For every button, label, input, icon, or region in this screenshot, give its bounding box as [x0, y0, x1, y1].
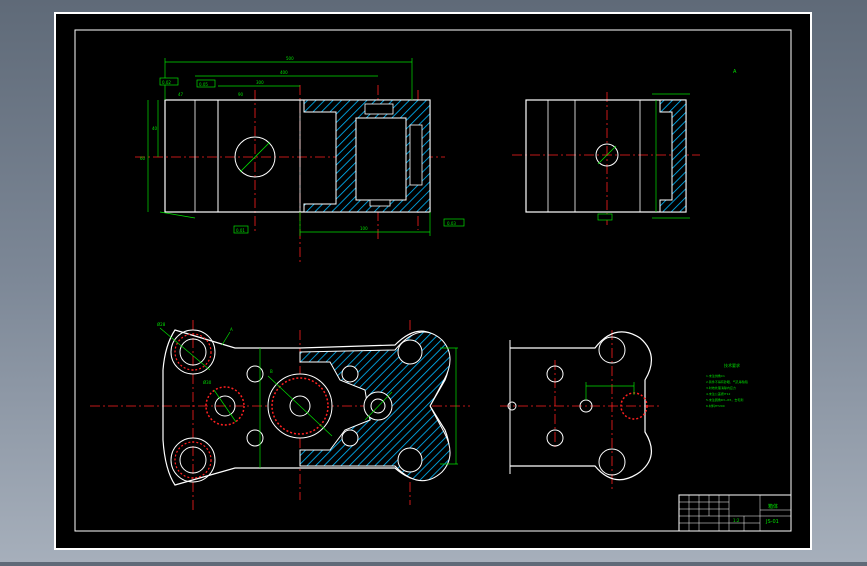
plan-view: Ø28 Ø30 A B	[90, 320, 470, 510]
callout-ref-d: B	[270, 369, 273, 374]
dim-bottom: 100	[360, 226, 368, 231]
notes-line-3: 3.时效处理消除内应力	[706, 385, 736, 390]
dim-mid: 300	[256, 80, 264, 85]
notes-line-6: 6.材料HT200	[706, 403, 725, 408]
technical-notes: 技术要求 1.未注倒角C1 2.铸件不得有砂眼、气孔等缺陷 3.时效处理消除内应…	[706, 362, 748, 408]
callout-dia-a: Ø28	[157, 322, 166, 327]
dim-small-b: 47	[178, 92, 184, 97]
title-block: 箱体 JS-01 1:2	[678, 494, 792, 532]
dim-overall: 500	[286, 56, 294, 61]
dim-side-a: 60	[140, 156, 146, 161]
notes-line-1: 1.未注倒角C1	[706, 373, 725, 378]
notes-line-5: 5.未注圆角R3~R5，去毛刺	[706, 397, 743, 402]
notes-line-2: 2.铸件不得有砂眼、气孔等缺陷	[706, 379, 748, 384]
callout-dia-b: Ø30	[203, 380, 212, 385]
dim-upper: 400	[280, 70, 288, 75]
side-view: A	[512, 69, 737, 225]
dim-side-b: 40	[152, 126, 158, 131]
drawing-name: 箱体	[768, 503, 778, 510]
callout-box-d: 0.03	[447, 221, 456, 226]
callout-box-c: 0.01	[236, 228, 245, 233]
side-note: A	[733, 69, 737, 75]
front-view: 500 400 300 60 40 90 47 100 0.02 0.05 0.…	[135, 56, 465, 265]
bottom-view	[500, 330, 660, 490]
dim-small-a: 90	[238, 92, 244, 97]
drawing-number: JS-01	[765, 519, 779, 525]
callout-ref-c: A	[230, 327, 233, 332]
notes-title: 技术要求	[724, 362, 740, 368]
callout-box-a: 0.02	[162, 80, 171, 85]
inner-frame	[74, 29, 792, 532]
callout-box-b: 0.05	[199, 82, 208, 87]
notes-line-4: 4.未注公差按IT12	[706, 391, 730, 396]
drawing-scale: 1:2	[733, 518, 740, 523]
